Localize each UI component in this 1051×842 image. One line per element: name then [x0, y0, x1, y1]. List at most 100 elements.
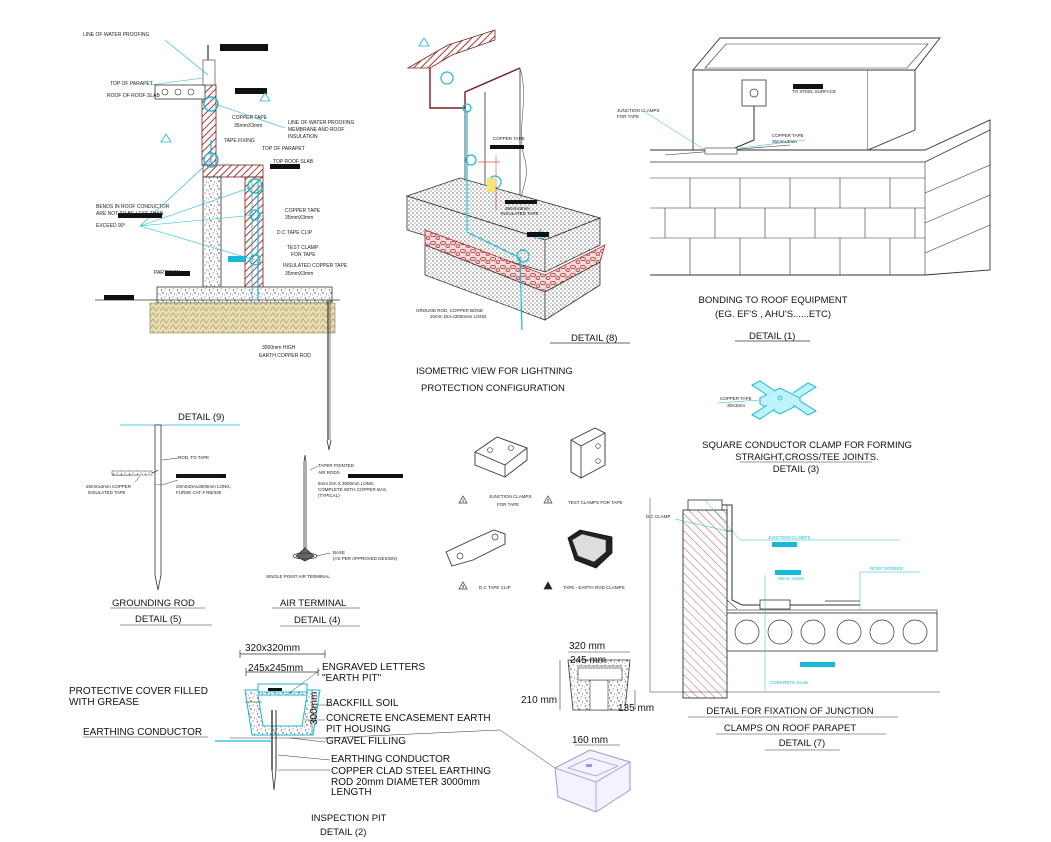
detail-1-bonding: TO STEEL SURFACE JUNCTION CLAMPS FOR TAP… [617, 37, 991, 342]
label-base-design: (AS PER APPROVED DESIGN) [333, 556, 398, 561]
label-junction-1: JUNCTION CLAMPS [617, 108, 660, 113]
label-tape-size-d7: 35mm x3mm [778, 576, 804, 581]
label-test-clamps: TEST CLAMPS FOR TAPE [568, 500, 623, 505]
detail-9-title: DETAIL (9) [178, 412, 224, 423]
detail-3-clamp: COPPER TAPE 35X3mm SQUARE CONDUCTOR CLAM… [702, 380, 912, 475]
label-rod-2: ROD 20mm DIAMETER 3000mm [331, 777, 480, 788]
detail-8-isometric: COPPER TAPE 35mmx3mm INSULATED TAPE GROU… [405, 29, 630, 394]
label-waterproof-line: LINE OF WATER PROOFING [83, 32, 150, 38]
label-copper-tape-iso: COPPER TAPE [493, 136, 525, 141]
label-wp-membrane-1: LINE OF WATER PROOFING [288, 120, 355, 126]
label-concrete-slab: CONCRETE SLAB [770, 680, 808, 685]
label-junction-clamps-d7: JUNCTION CLAMPS [768, 535, 811, 540]
label-encase-2: PIT HOUSING [326, 724, 391, 735]
label-roof-screed: ROOF SCREED [870, 566, 904, 571]
label-copper-tape-d1-size: 35mmx3mm [772, 139, 797, 144]
label-rod-1: 3000mm HIGH [262, 345, 296, 351]
label-partition: PARTITION [154, 270, 181, 276]
pit-right-dim: 135 mm [618, 703, 654, 714]
label-spec-2: COMPLETE WITH COPPER BAS, [318, 487, 387, 492]
label-junction-for-tape: FOR TAPE [497, 502, 519, 507]
label-spec-1: 5mm DIA X 3000mm LONG, [318, 481, 375, 486]
label-rod-spec: 20mmDIAx3000mm LONG, [176, 484, 231, 489]
detail-3-label: DETAIL (3) [773, 464, 819, 475]
label-bends-2: ARE NOT TO BE LESS THAN [96, 211, 164, 217]
label-insulated-tape-d5: INSULATED TAPE [88, 490, 126, 495]
pit-bottom-dim: 160 mm [572, 735, 608, 746]
label-earthing-right: EARTHING CONDUCTOR [331, 754, 450, 765]
symbol-dc-clip: 3 [462, 584, 465, 589]
detail-7-fixation: D.C CLAMP JUNCTION CLAMPS 35mm x3mm ROOF… [646, 498, 940, 751]
symbol-test-clamp: 2 [547, 498, 550, 503]
detail-9-section: LINE OF WATER PROOFING TOP OF PARAPET RO… [83, 32, 355, 451]
label-spec-3: (TYPICAL) [318, 493, 340, 498]
label-test-clamp-1: TEST CLAMP [287, 245, 319, 251]
symbol-junction-clamp: 1 [462, 498, 465, 503]
label-top-parapet: TOP OF PARAPET [110, 81, 153, 87]
detail-7-label: DETAIL (7) [779, 738, 825, 749]
symbol-earth-clamp: 4 [547, 584, 550, 589]
label-backfill: BACKFILL SOIL [326, 698, 399, 709]
label-ground-rod-2: 20mm DIA.x3000mm LONG. [430, 314, 488, 319]
label-copper-tape-d3: COPPER TAPE [720, 396, 752, 401]
detail-2-inspection-pit: 320x320mm 245x245mm 300mm ENGRAVED LETTE… [69, 641, 654, 838]
label-air-rods: AIR RODS [318, 470, 340, 475]
label-top-parapet-2: TOP OF PARAPET [262, 146, 305, 152]
detail-4-air-terminal: TAPER POINTED AIR RODS 5mm DIA X 3000mm … [266, 454, 403, 627]
detail-4-title: AIR TERMINAL [280, 598, 346, 609]
detail-3-title-2: STRAIGHT,CROSS/TEE JOINTS. [735, 452, 879, 463]
detail-2-title: INSPECTION PIT [311, 813, 387, 824]
clamp-components: 1 2 3 4 JUNCTION CLAMPS FOR TAPE TEST CL… [445, 427, 625, 590]
label-engraved-1: ENGRAVED LETTERS [322, 662, 425, 673]
label-engraved-2: "EARTH PIT" [322, 673, 382, 684]
label-dc-tape-clip: D.C TAPE CLIP [479, 585, 511, 590]
label-insulated-tape-iso: INSULATED TAPE [501, 211, 539, 216]
label-junction-2: FOR TAPE [617, 114, 639, 119]
label-copper-tape-size: 35mmX3mm [234, 123, 262, 129]
detail-7-title-1: DETAIL FOR FIXATION OF JUNCTION [706, 706, 873, 717]
label-insulated-size: 35mmx3mm [505, 206, 530, 211]
pit-inner-dim: 245 mm [570, 655, 606, 666]
label-rod-cat: FURSE CAT # RB/335 [176, 490, 222, 495]
label-tapered: TAPER POINTED [318, 463, 355, 468]
label-gravel: GRAVEL FILLING [326, 736, 406, 747]
label-roof-slab-2: TOP ROOF SLAB [273, 159, 314, 165]
label-tape-fixing: TAPE FIXING [224, 138, 255, 144]
detail-1-label: DETAIL (1) [749, 331, 795, 342]
label-wp-membrane-3: INSULATION [288, 134, 318, 140]
label-copper-tape-d5: 25mmx3mm COPPER [86, 484, 132, 489]
pit-dim-height: 300mm [309, 692, 320, 725]
detail-1-title-1: BONDING TO ROOF EQUIPMENT [698, 295, 847, 306]
pit-left-dim: 210 mm [521, 695, 557, 706]
label-copper-tape-d1: COPPER TAPE [772, 133, 804, 138]
label-copper-tape: COPPER TAPE [232, 115, 268, 121]
label-test-clamp-2: FOR TAPE [291, 252, 316, 258]
label-insulated-tape-size: 35mmX3mm [285, 271, 313, 277]
isometric-caption-1: ISOMETRIC VIEW FOR LIGHTNING [416, 366, 573, 377]
isometric-caption-2: PROTECTION CONFIGURATION [421, 383, 565, 394]
label-bends-3: EXCEED 90° [96, 223, 126, 229]
label-copper-tape-2: COPPER TAPE [285, 208, 321, 214]
label-single-point: SINGLE POINT AIR TERMINAL [266, 574, 330, 579]
label-rod-2: EARTH COPPER ROD [259, 353, 311, 359]
detail-2-label: DETAIL (2) [320, 827, 366, 838]
detail-5-grounding-rod: ROD, TO TAPE 25mmx3mm COPPER INSULATED T… [86, 424, 231, 626]
label-wp-membrane-2: MEMBRANE AND ROOF [288, 127, 344, 133]
label-copper-bonded: COPPER BONDED [178, 474, 218, 479]
label-cover-1: PROTECTIVE COVER FILLED [69, 686, 208, 697]
label-earthing-left: EARTHING CONDUCTOR [83, 727, 202, 738]
label-insulated-tape: INSULATED COPPER TAPE [283, 263, 348, 269]
label-steel-surface: TO STEEL SURFACE [792, 89, 836, 94]
label-bends-1: BENDS IN ROOF CONDUCTOR [96, 204, 170, 210]
detail-7-title-2: CLAMPS ON ROOF PARAPET [724, 723, 857, 734]
label-dc-clamp: D.C CLAMP [646, 514, 671, 519]
label-ground-rod-1: GROUND ROD, COPPER BOND [416, 308, 484, 313]
label-dc-tape-clip: D.C TAPE CLIP [277, 230, 313, 236]
detail-4-label: DETAIL (4) [294, 615, 340, 626]
detail-5-title: GROUNDING ROD [112, 598, 195, 609]
pit-top-dim: 320 mm [569, 641, 605, 652]
label-roof-slab: ROOF OF ROOF SLAB [107, 93, 160, 99]
pit-dim-outer: 320x320mm [245, 643, 300, 654]
label-cover-2: WITH GREASE [69, 697, 139, 708]
